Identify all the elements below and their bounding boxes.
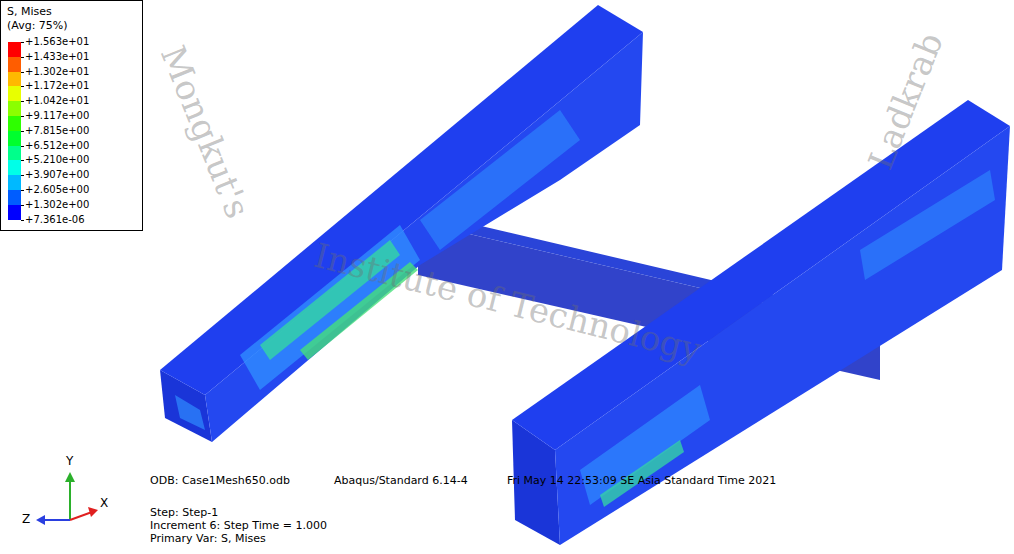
legend-entry: +5.210e+00: [1, 153, 141, 168]
axis-label: Z: [22, 513, 30, 526]
legend-entry: +1.302e+00: [1, 198, 141, 213]
legend-tick: [21, 160, 24, 161]
stress-zone: [175, 395, 205, 430]
legend-swatch: [8, 57, 21, 72]
legend-value: +7.361e-06: [25, 213, 85, 227]
solver-version: Abaqus/Standard 6.14-4: [334, 474, 468, 487]
legend-value: +5.210e+00: [25, 153, 89, 167]
stress-zone: [420, 110, 580, 250]
legend-swatch: [8, 101, 21, 116]
legend-entry: +3.907e+00: [1, 168, 141, 183]
z-axis: [42, 519, 70, 521]
legend-swatch: [8, 131, 21, 146]
legend-entry: +1.172e+01: [1, 79, 141, 94]
legend-value: +1.433e+01: [25, 50, 89, 64]
legend-swatch: [8, 190, 21, 205]
legend-value: +9.117e+00: [25, 109, 89, 123]
legend-value: +1.042e+01: [25, 94, 89, 108]
legend-entry: +7.361e-06: [1, 213, 141, 228]
legend-tick: [21, 220, 24, 221]
y-axis: [69, 478, 71, 520]
legend-value: +2.605e+00: [25, 183, 89, 197]
legend-tick: [21, 131, 24, 132]
legend-entry: +9.117e+00: [1, 109, 141, 124]
timestamp: Fri May 14 22:53:09 SE Asia Standard Tim…: [507, 474, 776, 487]
legend-swatch: [8, 146, 21, 161]
legend-value: +6.512e+00: [25, 139, 89, 153]
legend-entry: +7.815e+00: [1, 124, 141, 139]
legend-entry: +6.512e+00: [1, 139, 141, 154]
legend-box: S, Mises(Avg: 75%)+1.563e+01+1.433e+01+1…: [0, 0, 143, 231]
legend-tick: [21, 205, 24, 206]
legend-swatch: [8, 86, 21, 101]
z-arrow: [36, 515, 45, 525]
legend-swatch: [8, 160, 21, 175]
primary-variable: Primary Var: S, Mises: [150, 532, 266, 545]
x-axis: [70, 512, 92, 520]
legend-tick: [21, 101, 24, 102]
legend-entry: +2.605e+00: [1, 183, 141, 198]
y-arrow: [65, 472, 75, 482]
legend-swatch: [8, 72, 21, 87]
legend-swatch: [8, 205, 21, 220]
legend-value: +1.302e+00: [25, 198, 89, 212]
legend-tick: [21, 116, 24, 117]
increment-info: Increment 6: Step Time = 1.000: [150, 519, 327, 532]
legend-swatch: [8, 116, 21, 131]
legend-swatch: [8, 42, 21, 57]
axis-label: Y: [66, 455, 73, 468]
legend-tick: [21, 42, 24, 43]
legend-value: +1.302e+01: [25, 65, 89, 79]
legend-tick: [21, 190, 24, 191]
legend-value: +1.563e+01: [25, 35, 89, 49]
legend-entry: +1.042e+01: [1, 94, 141, 109]
legend-tick: [21, 86, 24, 87]
step-name: Step: Step-1: [150, 506, 218, 519]
x-arrow: [88, 507, 98, 517]
axis-label: X: [100, 497, 108, 510]
stress-zone: [580, 385, 710, 505]
legend-entry: +1.563e+01: [1, 35, 141, 50]
watermark: Mongkut's: [153, 40, 258, 224]
legend-tick: [21, 72, 24, 73]
legend-tick: [21, 175, 24, 176]
stress-zone: [860, 170, 995, 280]
stress-zone: [600, 440, 684, 507]
legend-value: +3.907e+00: [25, 168, 89, 182]
legend-tick: [21, 57, 24, 58]
legend-entry: +1.433e+01: [1, 50, 141, 65]
legend-tick: [21, 146, 24, 147]
legend-swatch: [8, 175, 21, 190]
odb-name: ODB: Case1Mesh650.odb: [150, 474, 290, 487]
legend-value: +1.172e+01: [25, 79, 89, 93]
legend-value: +7.815e+00: [25, 124, 89, 138]
legend-entry: +1.302e+01: [1, 65, 141, 80]
legend-subtitle: (Avg: 75%): [7, 19, 68, 32]
legend-title: S, Mises: [7, 5, 52, 18]
